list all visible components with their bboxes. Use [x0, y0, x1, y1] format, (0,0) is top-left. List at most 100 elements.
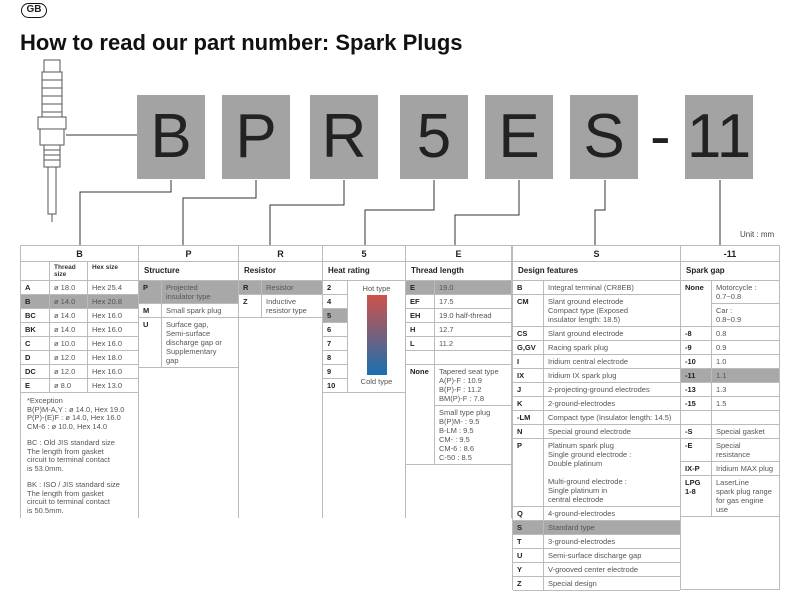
unit-label: Unit : mm	[740, 230, 775, 239]
footnote: BC : Old JIS standard size The length fr…	[27, 438, 115, 473]
desc-cell: Resistor	[261, 281, 322, 294]
heat-code: 8	[327, 353, 332, 362]
table-row: 8	[323, 351, 347, 365]
desc-cell	[711, 411, 779, 424]
desc-cell: 12.7	[434, 323, 511, 336]
table-row: 5	[323, 309, 347, 323]
code-cell: A	[25, 283, 31, 292]
hex-cell: Hex 20.8	[87, 295, 138, 308]
column-header: R	[239, 245, 322, 262]
table-row: 4	[323, 295, 347, 309]
code-cell: CM	[517, 297, 529, 306]
hex-cell: Hex 25.4	[87, 281, 138, 294]
hex-cell: Hex 16.0	[87, 323, 138, 336]
desc-cell: Projected insulator type	[161, 281, 238, 303]
desc-cell: Special design	[543, 577, 680, 590]
desc-cell: LaserLine spark plug range for gas engin…	[711, 476, 779, 516]
heat-code: 6	[327, 325, 332, 334]
code-cell: E	[410, 283, 416, 292]
sub-header-cell	[21, 262, 49, 280]
heat-gradient-bar	[366, 295, 387, 375]
part-number-box: R	[310, 95, 378, 179]
hex-cell: Hex 13.0	[87, 379, 138, 392]
code-cell: I	[517, 357, 520, 366]
table-row	[406, 351, 511, 365]
desc-cell	[434, 351, 511, 364]
code-cell: K	[517, 399, 523, 408]
table-row: 9	[323, 365, 347, 379]
code-cell: -LM	[517, 413, 531, 422]
code-cell: E	[25, 381, 31, 390]
desc-cell: Iridium IX spark plug	[543, 369, 680, 382]
code-cell: Y	[517, 565, 523, 574]
table-row: 10	[323, 379, 347, 393]
desc-cell: 0.9	[711, 341, 779, 354]
desc-cell: Motorcycle : 0.7~0.8	[712, 281, 779, 304]
heat-code: 10	[327, 381, 336, 390]
hex-cell: Hex 16.0	[87, 309, 138, 322]
thread-cell: ø 10.0	[49, 337, 87, 350]
code-cell: EH	[410, 311, 421, 320]
code-cell: IX	[517, 371, 525, 380]
desc-cell: 17.5	[434, 295, 511, 308]
table-row: EF 17.5	[406, 295, 511, 309]
code-cell: DC	[25, 367, 36, 376]
sub-header: Thread length	[406, 262, 511, 281]
desc-cell: 2-ground-electrodes	[543, 397, 680, 410]
hex-cell: Hex 16.0	[87, 365, 138, 378]
desc-cell: Inductive resistor type	[261, 295, 322, 317]
code-cell: -E	[685, 441, 693, 450]
column-header: S	[513, 245, 680, 262]
code-cell: IX-P	[685, 464, 700, 473]
code-cell	[681, 411, 711, 424]
part-number-box: 5	[400, 95, 468, 179]
code-cell: H	[410, 325, 416, 334]
desc-cell: 3-ground-electrodes	[543, 535, 680, 548]
heat-code: 4	[327, 297, 332, 306]
heat-code: 7	[327, 339, 332, 348]
part-number-box: 11	[685, 95, 753, 179]
code-cell: EF	[410, 297, 420, 306]
desc-cell: Small spark plug	[161, 304, 238, 317]
heat-code: 5	[327, 311, 332, 320]
code-cell: LPG 1-8	[685, 478, 701, 496]
thread-cell: ø 12.0	[49, 351, 87, 364]
sub-header: Heat rating	[323, 262, 405, 281]
column-header: B	[21, 245, 138, 262]
desc-cell: 2-projecting-ground electrodes	[543, 383, 680, 396]
page-title: How to read our part number: Spark Plugs	[20, 30, 463, 55]
desc-cell: Platinum spark plug Single ground electr…	[543, 439, 680, 506]
code-cell: -8	[685, 329, 692, 338]
desc-cell: Semi-surface discharge gap	[543, 549, 680, 562]
code-cell: -10	[685, 357, 696, 366]
part-number-box: E	[485, 95, 553, 179]
footnote: BK : ISO / JIS standard size The length …	[27, 480, 120, 515]
cold-type-label: Cold type	[360, 377, 393, 386]
hex-cell: Hex 16.0	[87, 337, 138, 350]
